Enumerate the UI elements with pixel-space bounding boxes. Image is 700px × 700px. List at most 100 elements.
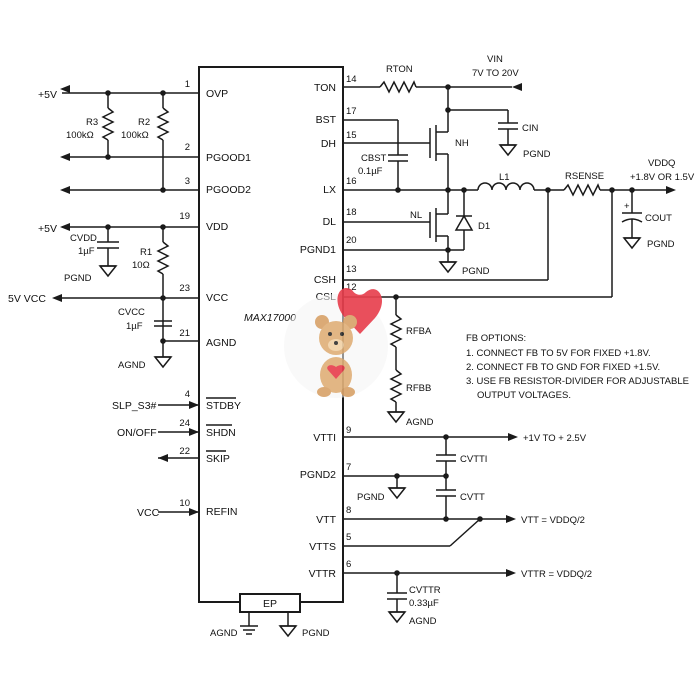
- svg-text:VTT: VTT: [316, 514, 336, 526]
- svg-text:VTTR: VTTR: [309, 568, 337, 580]
- svg-text:VDD: VDD: [206, 221, 229, 233]
- svg-text:+5V: +5V: [38, 89, 57, 101]
- svg-text:SKIP: SKIP: [206, 453, 230, 465]
- svg-text:PGND: PGND: [302, 628, 330, 639]
- svg-text:CIN: CIN: [522, 123, 539, 134]
- svg-text:VCC: VCC: [206, 292, 229, 304]
- svg-text:VDDQ: VDDQ: [648, 158, 675, 169]
- svg-text:22: 22: [179, 446, 190, 457]
- svg-text:100kΩ: 100kΩ: [121, 130, 149, 141]
- svg-text:NL: NL: [410, 210, 422, 221]
- svg-text:AGND: AGND: [118, 360, 146, 371]
- svg-text:7: 7: [346, 462, 351, 473]
- svg-text:12: 12: [346, 282, 357, 293]
- svg-text:10: 10: [179, 498, 190, 509]
- svg-text:7V TO 20V: 7V TO 20V: [472, 68, 519, 79]
- svg-text:ON/OFF: ON/OFF: [117, 427, 157, 439]
- svg-text:2: 2: [185, 142, 190, 153]
- svg-text:SHDN: SHDN: [206, 427, 236, 439]
- svg-text:VTT = VDDQ/2: VTT = VDDQ/2: [521, 515, 585, 526]
- svg-text:RFBB: RFBB: [406, 383, 431, 394]
- svg-text:PGND: PGND: [357, 492, 385, 503]
- svg-text:20: 20: [346, 235, 357, 246]
- svg-text:1: 1: [185, 79, 190, 90]
- svg-text:CVTTI: CVTTI: [460, 454, 487, 465]
- svg-text:LX: LX: [323, 184, 336, 196]
- svg-text:VCC: VCC: [137, 507, 160, 519]
- svg-text:RSENSE: RSENSE: [565, 171, 604, 182]
- fb-options-note: FB OPTIONS: 1. CONNECT FB TO 5V FOR FIXE…: [466, 333, 689, 401]
- svg-text:6: 6: [346, 559, 351, 570]
- svg-text:SLP_S3#: SLP_S3#: [112, 400, 157, 412]
- svg-text:1µF: 1µF: [78, 246, 95, 257]
- svg-text:D1: D1: [478, 221, 490, 232]
- svg-text:CBST: CBST: [361, 153, 387, 164]
- teddy-bear-heart-watermark: [284, 288, 388, 398]
- svg-text:5V VCC: 5V VCC: [8, 293, 46, 305]
- svg-text:BST: BST: [316, 114, 337, 126]
- svg-text:8: 8: [346, 505, 351, 516]
- svg-text:0.33µF: 0.33µF: [409, 598, 439, 609]
- svg-text:CVTT: CVTT: [460, 492, 485, 503]
- svg-text:R3: R3: [86, 117, 98, 128]
- svg-text:L1: L1: [499, 172, 510, 183]
- svg-text:AGND: AGND: [210, 628, 238, 639]
- svg-text:1µF: 1µF: [126, 321, 143, 332]
- svg-text:1. CONNECT FB TO 5V FOR FIXED: 1. CONNECT FB TO 5V FOR FIXED +1.8V.: [466, 348, 651, 359]
- svg-text:RFBA: RFBA: [406, 326, 432, 337]
- svg-text:PGND: PGND: [647, 239, 675, 250]
- svg-text:14: 14: [346, 74, 357, 85]
- right-circuit: RTON VIN 7V TO 20V CIN PGND NH CBST 0.1µ…: [210, 54, 695, 639]
- svg-text:CSH: CSH: [314, 274, 336, 286]
- ic-exposed-pad: [239, 593, 301, 613]
- svg-text:CVDD: CVDD: [70, 233, 97, 244]
- svg-text:+1.8V OR 1.5V: +1.8V OR 1.5V: [630, 172, 695, 183]
- svg-text:23: 23: [179, 283, 190, 294]
- left-circuit: +5V R3 100kΩ R2 100kΩ +5V: [8, 85, 199, 519]
- svg-text:REFIN: REFIN: [206, 506, 238, 518]
- svg-text:DL: DL: [323, 216, 337, 228]
- left-pins: 1 OVP 2 PGOOD1 3 PGOOD2 19 VDD 23 VCC 21…: [179, 79, 251, 518]
- svg-text:CVCC: CVCC: [118, 307, 145, 318]
- svg-text:PGND: PGND: [523, 149, 551, 160]
- svg-text:100kΩ: 100kΩ: [66, 130, 94, 141]
- svg-text:TON: TON: [314, 82, 336, 94]
- svg-text:+: +: [624, 201, 630, 212]
- svg-text:VTTS: VTTS: [309, 541, 336, 553]
- svg-text:COUT: COUT: [645, 213, 672, 224]
- svg-text:PGOOD1: PGOOD1: [206, 152, 251, 164]
- svg-text:VTTI: VTTI: [313, 432, 336, 444]
- svg-text:17: 17: [346, 106, 357, 117]
- svg-text:R2: R2: [138, 117, 150, 128]
- chip-name: MAX17000: [244, 312, 296, 324]
- svg-text:9: 9: [346, 425, 351, 436]
- svg-text:FB OPTIONS:: FB OPTIONS:: [466, 333, 526, 344]
- svg-text:VIN: VIN: [487, 54, 503, 65]
- svg-text:PGND2: PGND2: [300, 469, 336, 481]
- svg-text:5: 5: [346, 532, 351, 543]
- svg-text:OUTPUT VOLTAGES.: OUTPUT VOLTAGES.: [477, 390, 571, 401]
- svg-text:NH: NH: [455, 138, 469, 149]
- svg-text:+1V TO + 2.5V: +1V TO + 2.5V: [523, 433, 587, 444]
- svg-text:3: 3: [185, 176, 190, 187]
- svg-text:PGND: PGND: [462, 266, 490, 277]
- svg-text:24: 24: [179, 418, 190, 429]
- svg-text:VTTR = VDDQ/2: VTTR = VDDQ/2: [521, 569, 592, 580]
- svg-text:15: 15: [346, 130, 357, 141]
- ep-label: EP: [263, 598, 277, 610]
- svg-text:AGND: AGND: [409, 616, 437, 627]
- svg-text:4: 4: [185, 389, 190, 400]
- svg-text:CVTTR: CVTTR: [409, 585, 441, 596]
- svg-text:DH: DH: [321, 138, 336, 150]
- svg-text:STDBY: STDBY: [206, 400, 241, 412]
- svg-text:PGND1: PGND1: [300, 244, 336, 256]
- svg-text:19: 19: [179, 211, 190, 222]
- svg-text:+5V: +5V: [38, 223, 57, 235]
- svg-text:18: 18: [346, 207, 357, 218]
- svg-text:PGND: PGND: [64, 273, 92, 284]
- svg-text:3. USE FB RESISTOR-DIVIDER FOR: 3. USE FB RESISTOR-DIVIDER FOR ADJUSTABL…: [466, 376, 689, 387]
- svg-text:PGOOD2: PGOOD2: [206, 184, 251, 196]
- svg-text:AGND: AGND: [406, 417, 434, 428]
- svg-text:21: 21: [179, 328, 190, 339]
